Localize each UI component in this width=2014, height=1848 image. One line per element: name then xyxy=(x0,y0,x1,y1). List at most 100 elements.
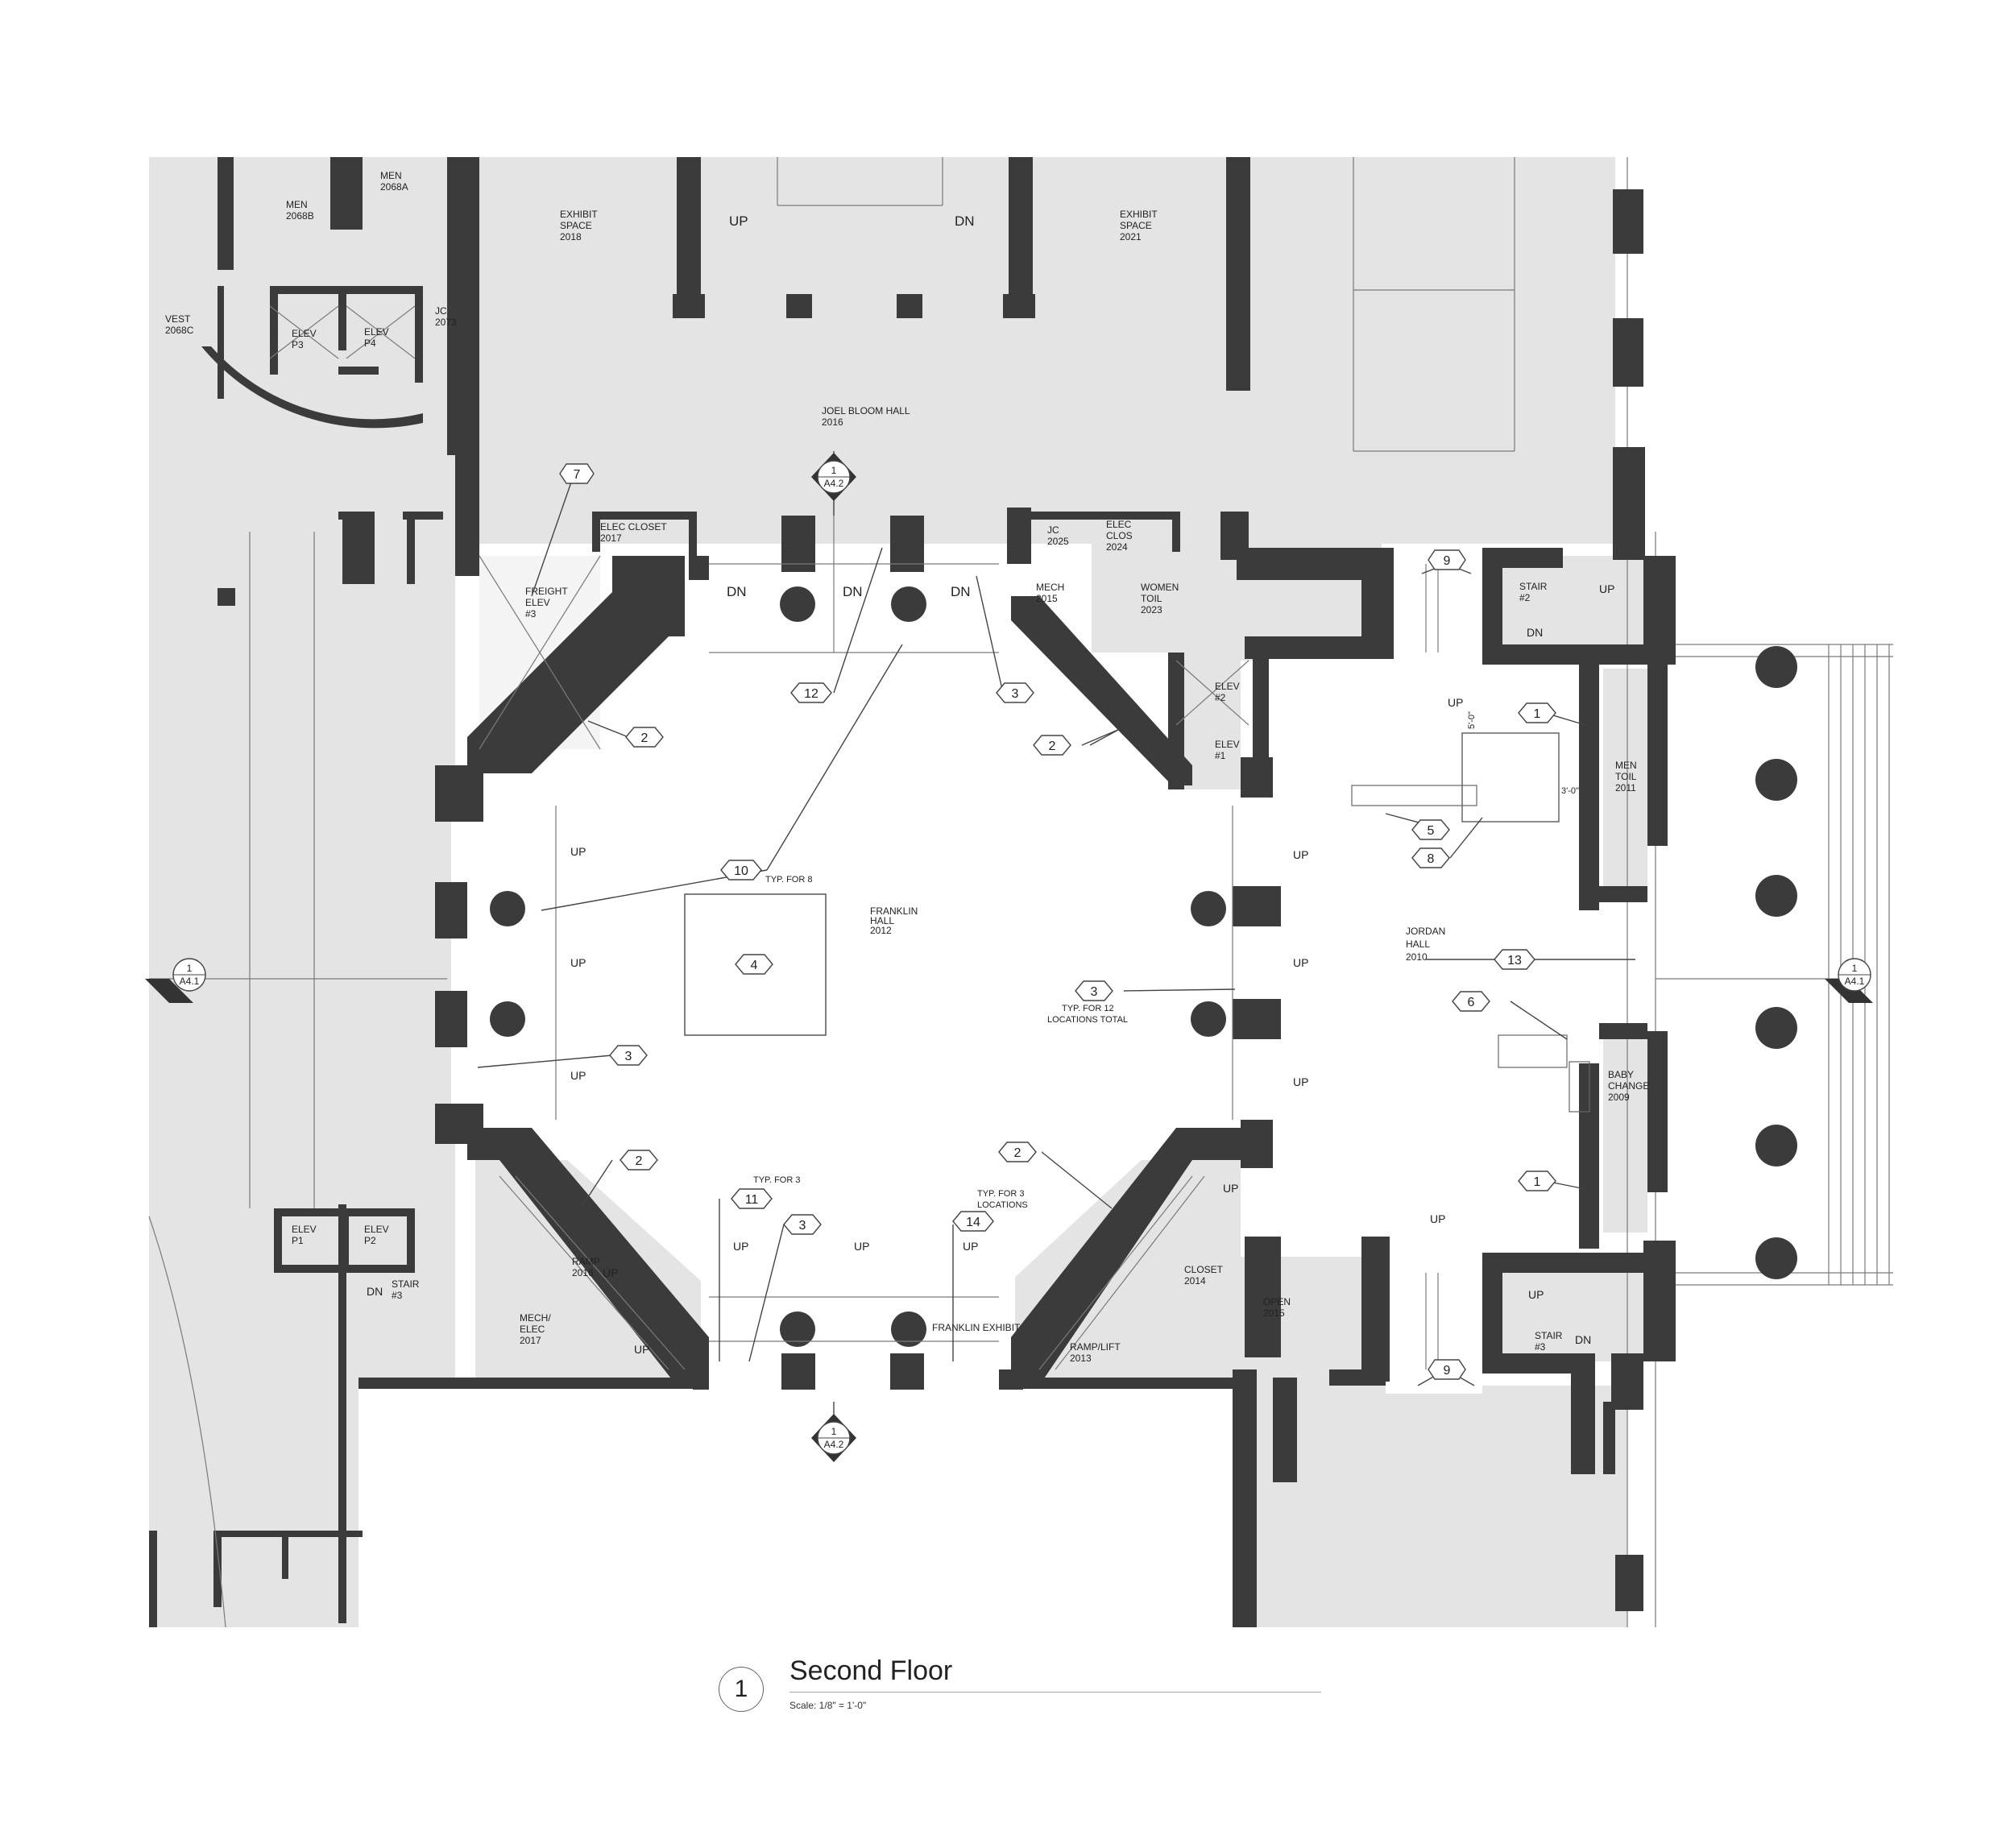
keynote-2-nw: 2 xyxy=(625,727,664,748)
up-label: UP xyxy=(634,1343,649,1356)
keynote-2-ne: 2 xyxy=(1033,735,1071,756)
up-label: UP xyxy=(729,213,748,229)
hall-columns xyxy=(490,294,1226,1347)
up-label: UP xyxy=(1293,956,1308,969)
dimension-3-0: 3'-0" xyxy=(1561,786,1579,796)
keynote-13: 13 xyxy=(1494,949,1535,970)
up-label: UP xyxy=(1599,582,1614,595)
svg-text:3: 3 xyxy=(1012,687,1019,701)
franklin-hall-exhibit-square xyxy=(684,893,827,1036)
keynote-2-se: 2 xyxy=(998,1142,1037,1162)
drawing-title: Second Floor xyxy=(789,1655,953,1686)
keynote-4: 4 xyxy=(735,954,773,975)
dn-label: DN xyxy=(843,584,863,599)
svg-text:A4.2: A4.2 xyxy=(824,478,844,489)
shaded-area-south-east xyxy=(1245,1386,1627,1627)
section-marker-top: 1 A4.2 xyxy=(811,451,856,516)
jordan-hall-floor xyxy=(1241,661,1603,1257)
up-label: UP xyxy=(603,1266,618,1279)
svg-text:8: 8 xyxy=(1428,852,1435,866)
dn-label: DN xyxy=(955,213,975,229)
up-label: UP xyxy=(1223,1182,1238,1195)
up-label: UP xyxy=(1528,1288,1544,1301)
keynote-14: 14 xyxy=(952,1211,994,1232)
keynote-1-north: 1 xyxy=(1518,702,1556,723)
svg-text:1: 1 xyxy=(1534,707,1541,721)
keynote-1-south: 1 xyxy=(1518,1171,1556,1191)
svg-text:1: 1 xyxy=(187,963,193,974)
room-stair-3-left: STAIR#3 xyxy=(392,1278,420,1301)
keynote-5: 5 xyxy=(1411,819,1450,840)
note-typ-for-8: TYP. FOR 8 xyxy=(765,875,812,885)
north-stair-landing xyxy=(1386,556,1482,661)
title-underline xyxy=(789,1692,1321,1693)
dn-label: DN xyxy=(367,1285,383,1298)
up-label: UP xyxy=(570,1069,586,1082)
shaded-area-baby-change xyxy=(1599,1023,1647,1233)
room-franklin-exhibit: FRANKLIN EXHIBIT xyxy=(932,1322,1021,1333)
jordan-hall-counter xyxy=(1461,732,1560,822)
svg-text:1: 1 xyxy=(1852,963,1858,974)
svg-text:6: 6 xyxy=(1468,996,1475,1009)
svg-text:3: 3 xyxy=(1091,985,1098,999)
svg-text:11: 11 xyxy=(745,1193,759,1207)
svg-text:3: 3 xyxy=(625,1050,632,1063)
up-label: UP xyxy=(963,1240,978,1253)
keynote-6: 6 xyxy=(1452,991,1490,1012)
keynote-12: 12 xyxy=(790,682,832,703)
walls xyxy=(149,157,1676,1627)
keynote-3-south: 3 xyxy=(783,1214,822,1235)
east-portico-columns xyxy=(1755,646,1797,1279)
svg-text:5: 5 xyxy=(1428,824,1435,838)
dn-label: DN xyxy=(951,584,971,599)
keynote-3-east: 3 xyxy=(1075,980,1113,1001)
keynote-tags: 7 9 12 3 2 2 1 5 8 10 4 13 3 6 3 2 2 1 1… xyxy=(559,463,1556,1380)
svg-text:2: 2 xyxy=(641,731,649,745)
section-marker-bottom: 1 A4.2 xyxy=(811,1402,856,1462)
svg-text:13: 13 xyxy=(1507,954,1522,968)
svg-text:2: 2 xyxy=(636,1154,643,1168)
up-label: UP xyxy=(1430,1212,1445,1225)
svg-text:A4.1: A4.1 xyxy=(1845,976,1865,987)
dn-label: DN xyxy=(727,584,747,599)
svg-text:2: 2 xyxy=(1014,1146,1022,1160)
dimension-5-0: 5'-0" xyxy=(1467,711,1477,729)
svg-text:14: 14 xyxy=(966,1216,980,1229)
south-lobby-floor xyxy=(358,1386,1245,1627)
svg-text:4: 4 xyxy=(751,959,758,972)
keynote-7: 7 xyxy=(559,463,595,484)
svg-text:1: 1 xyxy=(831,465,837,476)
jordan-hall-desk xyxy=(1498,1034,1568,1068)
svg-text:1: 1 xyxy=(831,1426,837,1437)
keynote-2-sw: 2 xyxy=(620,1150,658,1171)
svg-text:1: 1 xyxy=(1534,1175,1541,1189)
svg-text:A4.1: A4.1 xyxy=(180,976,200,987)
drawing-scale: Scale: 1/8" = 1'-0" xyxy=(789,1700,867,1711)
svg-text:12: 12 xyxy=(804,687,818,701)
drawing-title-block: 1 Second Floor Scale: 1/8" = 1'-0" xyxy=(709,1647,1337,1728)
keynote-8: 8 xyxy=(1411,847,1450,868)
up-label: UP xyxy=(854,1240,869,1253)
svg-text:7: 7 xyxy=(574,468,581,482)
keynote-11: 11 xyxy=(731,1188,773,1209)
svg-text:A4.2: A4.2 xyxy=(824,1439,844,1450)
keynote-9-south: 9 xyxy=(1428,1359,1466,1380)
